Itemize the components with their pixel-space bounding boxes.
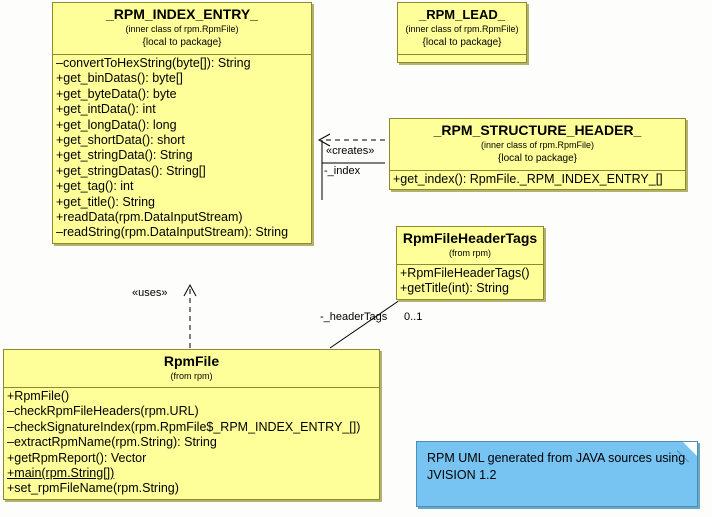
class-members-rpm-file-header-tags: +RpmFileHeaderTags() +getTitle(int): Str… [397,265,543,299]
class-member: +get_stringData(): String [56,148,193,163]
edge-label-creates: «creates» [326,145,375,157]
edge-label-uses: «uses» [132,287,168,299]
class-member: +set_rpmFileName(rpm.String) [7,481,179,496]
class-member: +readData(rpm.DataInputStream) [56,210,243,225]
class-name-rpm-structure-header: _RPM_STRUCTURE_HEADER_ [433,122,642,138]
class-box-rpm-file[interactable]: RpmFile (from rpm) +RpmFile() –checkRpmF… [3,349,380,500]
class-header-rpm-index-entry: _RPM_INDEX_ENTRY_ (inner class of rpm.Rp… [53,3,311,55]
class-member-static: +main(rpm.String[]) [7,466,115,481]
class-stereotype-rpm-file-header-tags: (from rpm) [449,248,491,258]
class-member: –checkSignatureIndex(rpm.RpmFile$_RPM_IN… [7,419,361,434]
class-box-rpm-structure-header[interactable]: _RPM_STRUCTURE_HEADER_ (inner class of r… [389,118,686,191]
class-member: –readString(rpm.DataInputStream): String [56,225,289,240]
class-members-rpm-structure-header: +get_index(): RpmFile._RPM_INDEX_ENTRY_[… [390,171,685,189]
class-stereotype-rpm-file: (from rpm) [170,371,213,381]
class-member: +getTitle(int): String [400,281,509,296]
class-scope-rpm-lead: {local to package} [422,37,502,48]
class-stereotype-rpm-lead: (inner class of rpm.RpmFile) [405,24,519,34]
class-member: +get_tag(): int [56,179,134,194]
class-member: –checkRpmFileHeaders(rpm.URL) [7,404,199,419]
class-stereotype-rpm-index-entry: (inner class of rpm.RpmFile) [125,24,239,34]
class-members-rpm-file: +RpmFile() –checkRpmFileHeaders(rpm.URL)… [4,388,379,499]
class-name-rpm-file-header-tags: RpmFileHeaderTags [402,230,538,246]
class-member: +get_binDatas(): byte[] [56,71,183,86]
edge-label-headertags: -_headerTags [320,311,388,323]
note-line-1: RPM UML generated from JAVA sources usin… [427,451,686,465]
class-member: –convertToHexString(byte[]): String [56,56,251,70]
class-box-rpm-file-header-tags[interactable]: RpmFileHeaderTags (from rpm) +RpmFileHea… [396,226,544,300]
class-member: +RpmFile() [7,389,70,403]
class-stereotype-rpm-structure-header: (inner class of rpm.RpmFile) [480,140,595,150]
class-member: +getRpmReport(): Vector [7,450,147,465]
class-member: +get_stringDatas(): String[] [56,163,206,178]
class-member: +get_shortData(): short [56,133,185,148]
class-name-rpm-lead: _RPM_LEAD_ [419,7,505,22]
class-member: +get_byteData(): byte [56,86,177,101]
class-box-rpm-lead[interactable]: _RPM_LEAD_ (inner class of rpm.RpmFile) … [397,2,527,63]
class-scope-rpm-index-entry: {local to package} [142,37,222,48]
class-member: +get_longData(): long [56,117,177,132]
class-members-rpm-index-entry: –convertToHexString(byte[]): String +get… [53,55,311,243]
note-box[interactable]: RPM UML generated from JAVA sources usin… [416,441,698,507]
class-box-rpm-index-entry[interactable]: _RPM_INDEX_ENTRY_ (inner class of rpm.Rp… [52,2,312,244]
class-name-rpm-index-entry: _RPM_INDEX_ENTRY_ [106,6,258,22]
class-scope-rpm-structure-header: {local to package} [498,153,577,164]
class-header-rpm-lead: _RPM_LEAD_ (inner class of rpm.RpmFile) … [398,3,526,55]
class-header-rpm-file: RpmFile (from rpm) [4,350,379,388]
class-member: –extractRpmName(rpm.String): String [7,435,217,450]
edge-label-headertags-multiplicity: 0..1 [404,311,423,323]
edge-label-index-role: -_index [324,165,361,177]
class-member: +get_title(): String [56,194,156,209]
uses-arrowhead [183,283,197,297]
class-member: +RpmFileHeaderTags() [400,266,530,280]
class-name-rpm-file: RpmFile [163,353,220,369]
class-header-rpm-structure-header: _RPM_STRUCTURE_HEADER_ (inner class of r… [390,119,685,171]
class-member: +get_intData(): int [56,102,156,117]
headertags-association-line [329,299,401,349]
class-members-rpm-lead [398,55,526,62]
note-line-2: JVISION 1.2 [427,468,497,482]
class-header-rpm-file-header-tags: RpmFileHeaderTags (from rpm) [397,227,543,265]
class-member: +get_index(): RpmFile._RPM_INDEX_ENTRY_[… [393,172,663,186]
